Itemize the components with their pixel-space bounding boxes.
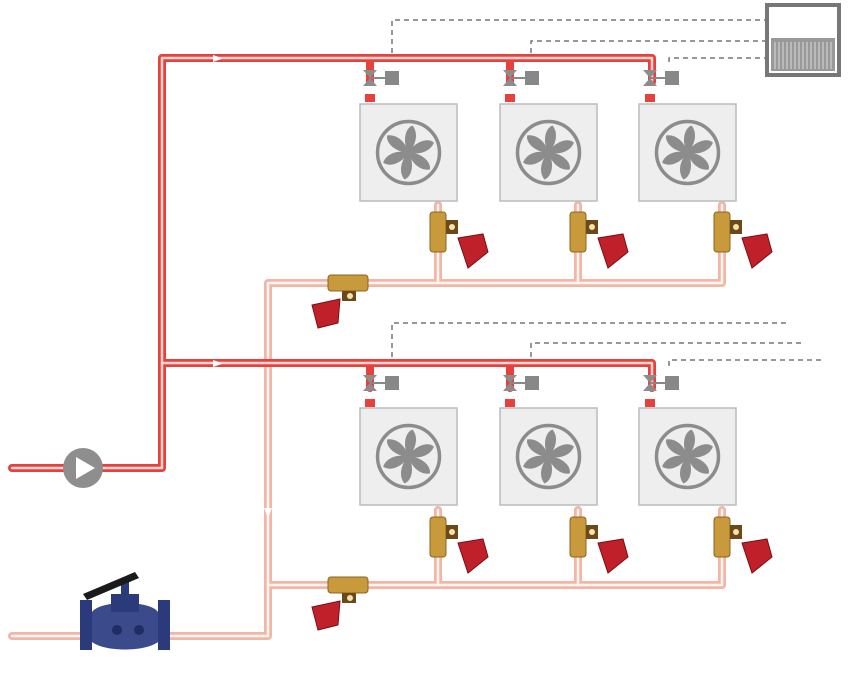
flow-arrow-icon (264, 508, 272, 518)
balancing-valve-icon (713, 211, 773, 269)
branch-balancing-valves (311, 274, 369, 631)
two-way-valve-icon (363, 70, 399, 102)
fan-coil-unit (359, 103, 458, 202)
two-way-valve-icon (363, 375, 399, 407)
actuator-icon (525, 71, 539, 85)
control-valves (363, 70, 679, 407)
controller-icon (765, 3, 841, 77)
two-way-valve-icon (643, 375, 679, 407)
two-way-valve-icon (503, 375, 539, 407)
flow-arrow-icon (213, 55, 223, 62)
fan-coil-unit (499, 407, 598, 506)
control-line (530, 342, 805, 366)
control-line (668, 57, 770, 62)
fan-icon (515, 423, 582, 490)
fan-coil-unit (638, 103, 737, 202)
control-line (668, 359, 825, 366)
pump-icon (63, 448, 103, 488)
actuator-icon (665, 71, 679, 85)
balancing-valve-icon (311, 576, 369, 631)
fan-icon (654, 423, 721, 490)
actuator-icon (385, 71, 399, 85)
control-line (391, 322, 790, 366)
balancing-valves (429, 211, 773, 574)
control-line (391, 19, 770, 62)
balancing-valve-icon (429, 211, 489, 269)
fan-coil-unit (359, 407, 458, 506)
fan-coil-unit (638, 407, 737, 506)
control-line (530, 40, 770, 62)
fan-coil-row-1 (359, 103, 737, 202)
fan-icon (654, 119, 721, 186)
actuator-icon (665, 376, 679, 390)
balancing-valve-icon (713, 516, 773, 574)
flow-arrow-icon (213, 360, 223, 367)
fan-coil-unit (499, 103, 598, 202)
fan-coil-row-2 (359, 407, 737, 506)
actuator-icon (385, 376, 399, 390)
balancing-valve-icon (311, 274, 369, 329)
pressure-independent-valve-icon (80, 572, 170, 650)
fan-icon (375, 423, 442, 490)
actuator-icon (525, 376, 539, 390)
balancing-valve-icon (429, 516, 489, 574)
two-way-valve-icon (643, 70, 679, 102)
balancing-valve-icon (569, 211, 629, 269)
fan-icon (375, 119, 442, 186)
two-way-valve-icon (503, 70, 539, 102)
control-lines (391, 19, 825, 366)
balancing-valve-icon (569, 516, 629, 574)
fan-icon (515, 119, 582, 186)
